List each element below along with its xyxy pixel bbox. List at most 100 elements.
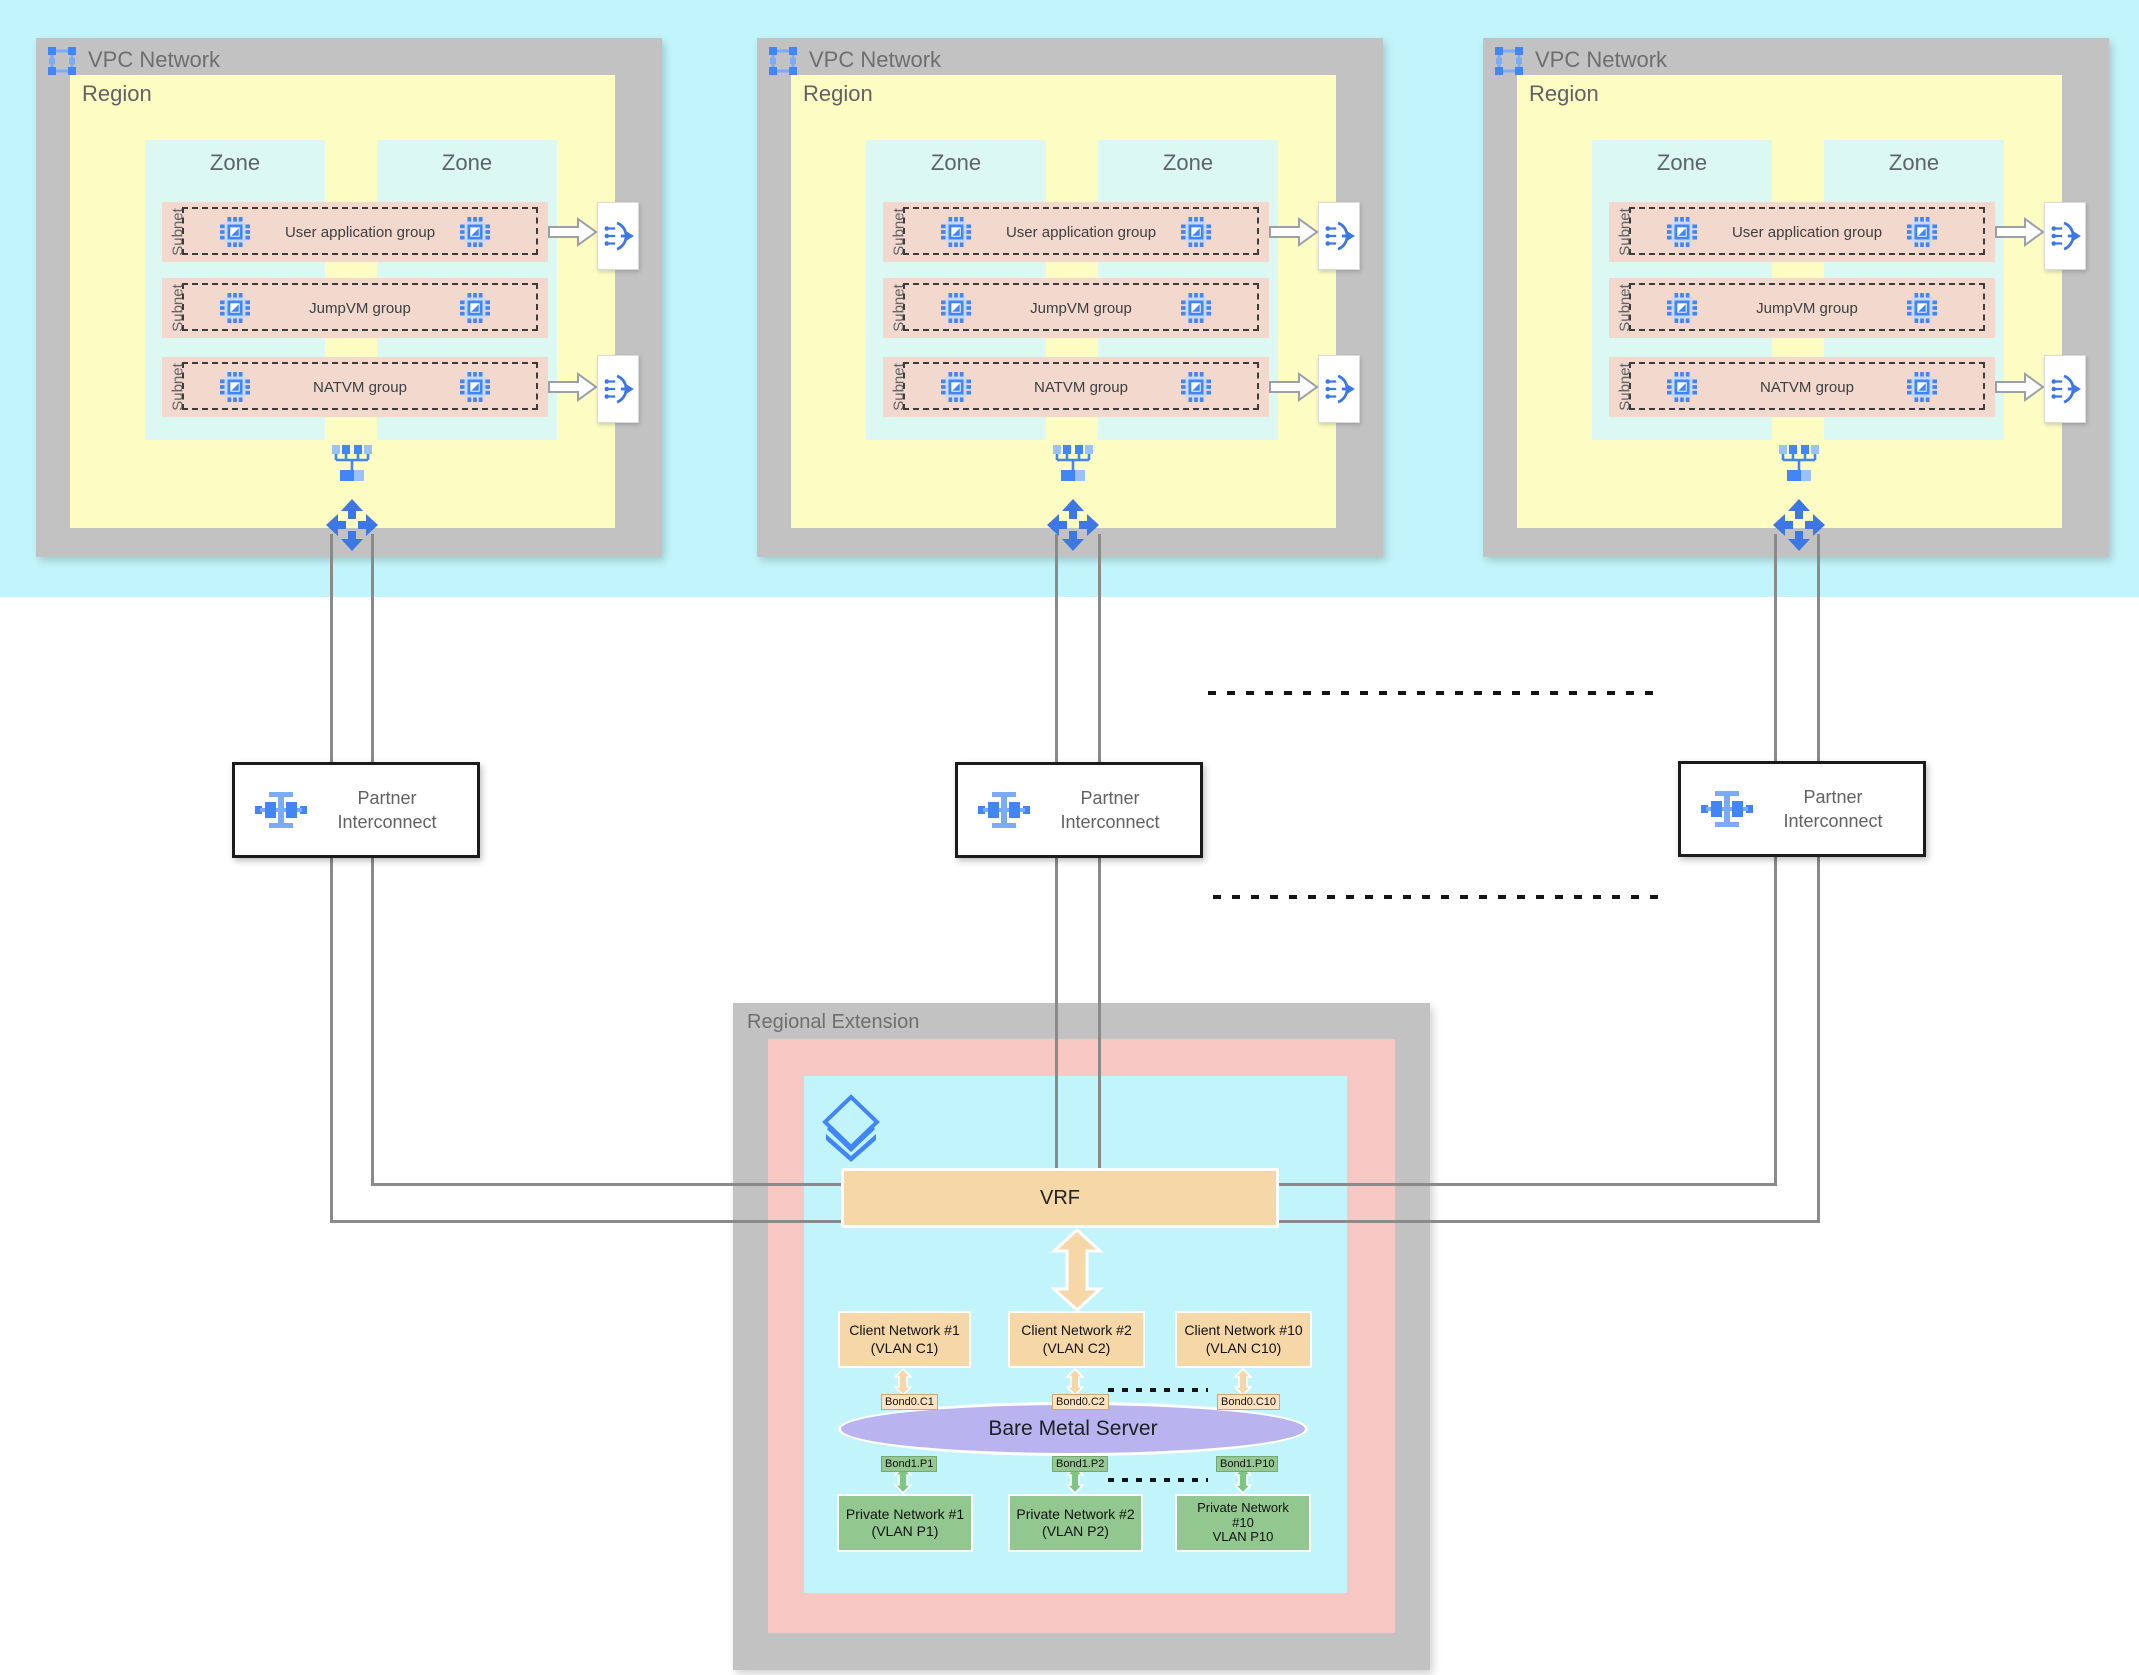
vpc-network-title: VPC Network	[88, 47, 221, 72]
load-balancer-card	[597, 202, 639, 270]
bare-metal-server-ellipse: Bare Metal Server	[838, 1402, 1308, 1456]
instance-group-dashed-box	[903, 283, 1259, 331]
vpc-network-title: VPC Network	[1535, 47, 1668, 72]
label-line: Interconnect	[337, 812, 437, 832]
load-balancer-card	[597, 355, 639, 423]
routes-fourway-icon	[1046, 498, 1100, 552]
zone-label: Zone	[209, 150, 261, 175]
bond-double-arrow	[1066, 1368, 1084, 1396]
load-balancer-icon	[1323, 374, 1355, 404]
instance-group-dashed-box	[1629, 207, 1985, 255]
private-network-vlan: (VLAN P2)	[1042, 1523, 1109, 1539]
vpc-network-block-1: VPC Network Region Zone Zone Subnet User…	[36, 38, 662, 557]
client-network-name: Client Network #2	[1021, 1322, 1132, 1338]
link-line	[1817, 857, 1820, 1223]
instance-group-dashed-box	[1629, 362, 1985, 410]
region-label: Region	[1529, 81, 1599, 106]
bond-double-arrow	[894, 1368, 912, 1396]
group-label: NATVM group	[1034, 378, 1128, 396]
client-network-vlan: (VLAN C2)	[1042, 1339, 1111, 1356]
egress-arrow	[548, 216, 598, 248]
egress-arrow	[548, 371, 598, 403]
subnet-row-jumpvm: Subnet JumpVM group	[1609, 278, 1995, 338]
network-switch-icon	[1777, 443, 1821, 487]
client-network-name: Client Network #10	[1184, 1322, 1303, 1338]
partner-interconnect-label: Partner Interconnect	[1753, 785, 1923, 834]
bond1-label: Bond1.P10	[1216, 1456, 1279, 1472]
dotted-separator	[1108, 1478, 1208, 1482]
vpc-network-icon	[46, 45, 78, 77]
dotted-separator	[1108, 1388, 1208, 1392]
instance-group-dashed-box	[182, 283, 538, 331]
subnet-row-jumpvm: Subnet JumpVM group	[883, 278, 1269, 338]
vpc-network-block-2: VPC Network Region Zone Zone Subnet User…	[757, 38, 1383, 557]
subnet-row-user-app: Subnet User application group	[162, 202, 548, 262]
group-label: NATVM group	[313, 378, 407, 396]
load-balancer-card	[1318, 202, 1360, 270]
load-balancer-icon	[1323, 221, 1355, 251]
load-balancer-card	[2044, 355, 2086, 423]
vpc-network-block-3: VPC Network Region Zone Zone Subnet User…	[1483, 38, 2109, 557]
group-label: User application group	[1005, 223, 1157, 241]
client-network-10-box: Client Network #10 (VLAN C10)	[1175, 1311, 1312, 1368]
zone-label: Zone	[1656, 150, 1708, 175]
vpc-network-title: VPC Network	[809, 47, 942, 72]
instance-group-dashed-box	[903, 362, 1259, 410]
interconnect-icon	[978, 789, 1030, 831]
group-label: User application group	[1731, 223, 1883, 241]
private-network-name: Private Network	[1197, 1499, 1289, 1515]
load-balancer-icon	[602, 374, 634, 404]
private-network-2-box: Private Network #2 (VLAN P2)	[1008, 1494, 1143, 1552]
region-label: Region	[803, 81, 873, 106]
zone-label: Zone	[930, 150, 982, 175]
private-network-vlan: (VLAN P1)	[871, 1523, 939, 1539]
label-line: Interconnect	[1783, 811, 1883, 831]
subnet-row-user-app: Subnet User application group	[883, 202, 1269, 262]
subnet-row-natvm: Subnet NATVM group	[883, 357, 1269, 417]
network-switch-icon	[330, 443, 374, 487]
zone-label: Zone	[1162, 150, 1214, 175]
bond1-label: Bond1.P2	[1052, 1456, 1109, 1472]
vrf-box: VRF	[841, 1168, 1279, 1228]
bond0-label: Bond0.C1	[881, 1394, 938, 1410]
vpc-network-icon	[1493, 45, 1525, 77]
client-network-name: Client Network #1	[849, 1322, 960, 1338]
bond-double-arrow	[1234, 1368, 1252, 1396]
partner-interconnect-label: Partner Interconnect	[307, 786, 477, 835]
group-label: NATVM group	[1760, 378, 1854, 396]
label-line: Partner	[357, 787, 417, 808]
group-label: User application group	[284, 223, 436, 241]
instance-group-dashed-box	[182, 362, 538, 410]
egress-arrow	[1995, 216, 2045, 248]
subnet-row-user-app: Subnet User application group	[1609, 202, 1995, 262]
group-label: JumpVM group	[1030, 299, 1132, 317]
label-line: Partner	[1080, 787, 1140, 808]
load-balancer-icon	[602, 221, 634, 251]
load-balancer-card	[1318, 355, 1360, 423]
instance-group-dashed-box	[903, 207, 1259, 255]
partner-interconnect-label: Partner Interconnect	[1030, 786, 1200, 835]
link-line	[330, 858, 333, 1223]
region-label: Region	[82, 81, 152, 106]
egress-arrow	[1269, 216, 1319, 248]
partner-interconnect-box-3: Partner Interconnect	[1678, 761, 1926, 857]
client-network-1-box: Client Network #1 (VLAN C1)	[838, 1311, 971, 1368]
regional-extension-title: Regional Extension	[747, 1011, 920, 1033]
load-balancer-card	[2044, 202, 2086, 270]
client-network-2-box: Client Network #2 (VLAN C2)	[1008, 1311, 1145, 1368]
label-line: Interconnect	[1060, 812, 1160, 832]
bond0-label: Bond0.C2	[1052, 1394, 1109, 1410]
zone-label: Zone	[1888, 150, 1940, 175]
private-network-10-box: Private Network #10 VLAN P10	[1175, 1494, 1311, 1552]
vrf-traffic-double-arrow	[1049, 1228, 1105, 1312]
dotted-separator	[1213, 895, 1664, 899]
private-network-name: Private Network #2	[1016, 1505, 1135, 1522]
instance-group-dashed-box	[1629, 283, 1985, 331]
private-network-number: #10	[1232, 1514, 1254, 1530]
egress-arrow	[1995, 371, 2045, 403]
link-line	[371, 858, 374, 1186]
client-network-vlan: (VLAN C10)	[1205, 1339, 1282, 1356]
routes-fourway-icon	[325, 498, 379, 552]
dotted-separator	[1208, 691, 1664, 695]
